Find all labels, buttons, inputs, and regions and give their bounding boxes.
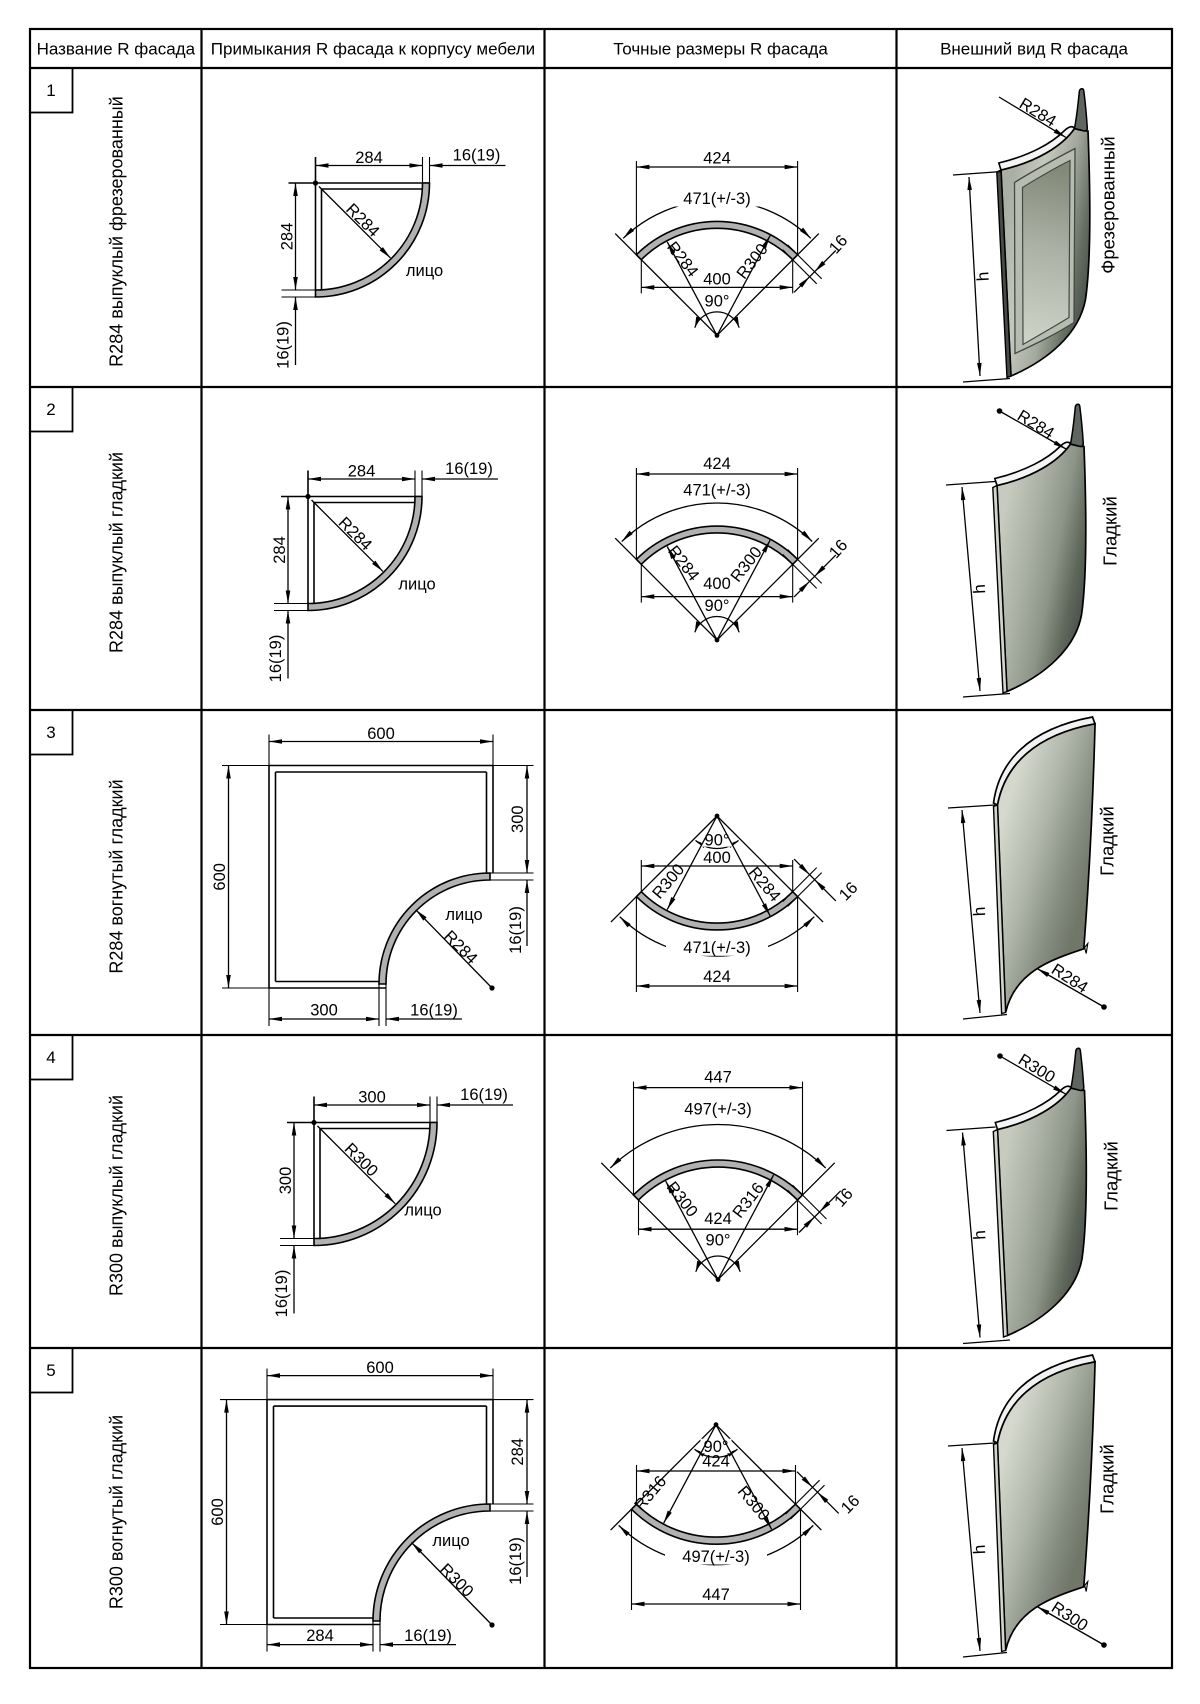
svg-text:300: 300 xyxy=(358,1088,386,1106)
svg-text:284: 284 xyxy=(355,149,383,167)
svg-text:90°: 90° xyxy=(705,831,730,849)
svg-text:4: 4 xyxy=(46,1048,55,1067)
svg-text:3: 3 xyxy=(46,723,55,742)
svg-text:400: 400 xyxy=(703,849,731,867)
svg-text:400: 400 xyxy=(703,270,731,288)
svg-text:16(19): 16(19) xyxy=(460,1086,508,1104)
svg-text:300: 300 xyxy=(277,1167,295,1195)
svg-text:Внешний вид R фасада: Внешний вид R фасада xyxy=(940,40,1128,59)
svg-text:497(+/-3): 497(+/-3) xyxy=(682,1548,749,1566)
svg-text:h: h xyxy=(970,1230,989,1240)
svg-text:300: 300 xyxy=(509,805,527,833)
svg-text:284: 284 xyxy=(271,536,289,564)
svg-text:284: 284 xyxy=(509,1438,527,1466)
svg-text:Примыкания R фасада к корпусу: Примыкания R фасада к корпусу мебели xyxy=(211,40,535,59)
svg-text:284: 284 xyxy=(348,462,376,480)
svg-text:424: 424 xyxy=(703,968,731,986)
svg-text:Гладкий: Гладкий xyxy=(1097,806,1118,876)
svg-text:лицо: лицо xyxy=(406,262,443,280)
svg-text:424: 424 xyxy=(703,149,731,167)
svg-text:Точные размеры R фасада: Точные размеры R фасада xyxy=(613,40,828,59)
svg-text:Гладкий: Гладкий xyxy=(1100,496,1121,566)
svg-text:497(+/-3): 497(+/-3) xyxy=(684,1101,751,1119)
svg-text:16(19): 16(19) xyxy=(410,1001,458,1019)
svg-text:h: h xyxy=(970,1544,989,1554)
svg-text:лицо: лицо xyxy=(404,1201,441,1219)
svg-text:Гладкий: Гладкий xyxy=(1101,1141,1122,1211)
svg-text:284: 284 xyxy=(306,1627,334,1645)
svg-text:лицо: лицо xyxy=(398,575,435,593)
svg-text:Гладкий: Гладкий xyxy=(1097,1444,1118,1514)
svg-text:16(19): 16(19) xyxy=(453,146,501,164)
svg-text:90°: 90° xyxy=(705,597,730,615)
svg-text:16(19): 16(19) xyxy=(404,1627,452,1645)
svg-text:Название R фасада: Название R фасада xyxy=(37,40,196,59)
svg-text:90°: 90° xyxy=(704,1438,729,1456)
svg-text:424: 424 xyxy=(704,1210,732,1228)
svg-text:16(19): 16(19) xyxy=(507,1537,525,1585)
svg-text:16(19): 16(19) xyxy=(507,906,525,954)
svg-text:2: 2 xyxy=(46,400,55,419)
svg-text:90°: 90° xyxy=(706,1232,731,1250)
svg-text:471(+/-3): 471(+/-3) xyxy=(683,939,750,957)
svg-text:1: 1 xyxy=(46,81,55,100)
svg-text:R300 выпуклый гладкий: R300 выпуклый гладкий xyxy=(106,1095,126,1296)
svg-text:R284 выпуклый фрезерованный: R284 выпуклый фрезерованный xyxy=(106,96,126,367)
svg-text:447: 447 xyxy=(704,1069,732,1087)
svg-text:h: h xyxy=(973,271,992,281)
svg-text:лицо: лицо xyxy=(445,906,482,924)
svg-text:h: h xyxy=(970,584,989,594)
svg-text:471(+/-3): 471(+/-3) xyxy=(683,482,750,500)
svg-text:R284 выпуклый гладкий: R284 выпуклый гладкий xyxy=(106,452,126,653)
svg-text:600: 600 xyxy=(211,863,229,891)
svg-text:600: 600 xyxy=(366,1359,394,1377)
svg-text:16(19): 16(19) xyxy=(267,635,285,683)
svg-text:16(19): 16(19) xyxy=(445,460,493,478)
svg-text:447: 447 xyxy=(702,1586,730,1604)
svg-text:424: 424 xyxy=(703,455,731,473)
svg-text:400: 400 xyxy=(703,575,731,593)
svg-text:16(19): 16(19) xyxy=(273,1270,291,1318)
svg-text:600: 600 xyxy=(209,1498,227,1526)
svg-text:471(+/-3): 471(+/-3) xyxy=(683,190,750,208)
svg-text:R300 вогнутый гладкий: R300 вогнутый гладкий xyxy=(106,1415,126,1609)
svg-text:90°: 90° xyxy=(705,292,730,310)
svg-text:600: 600 xyxy=(367,725,395,743)
svg-text:300: 300 xyxy=(310,1001,338,1019)
svg-text:h: h xyxy=(970,906,989,916)
svg-text:Фрезерованный: Фрезерованный xyxy=(1098,136,1119,273)
svg-text:5: 5 xyxy=(46,1361,55,1380)
svg-text:16(19): 16(19) xyxy=(274,321,292,369)
svg-text:R284 вогнутый гладкий: R284 вогнутый гладкий xyxy=(106,779,126,973)
svg-text:лицо: лицо xyxy=(432,1532,469,1550)
svg-text:284: 284 xyxy=(278,223,296,251)
